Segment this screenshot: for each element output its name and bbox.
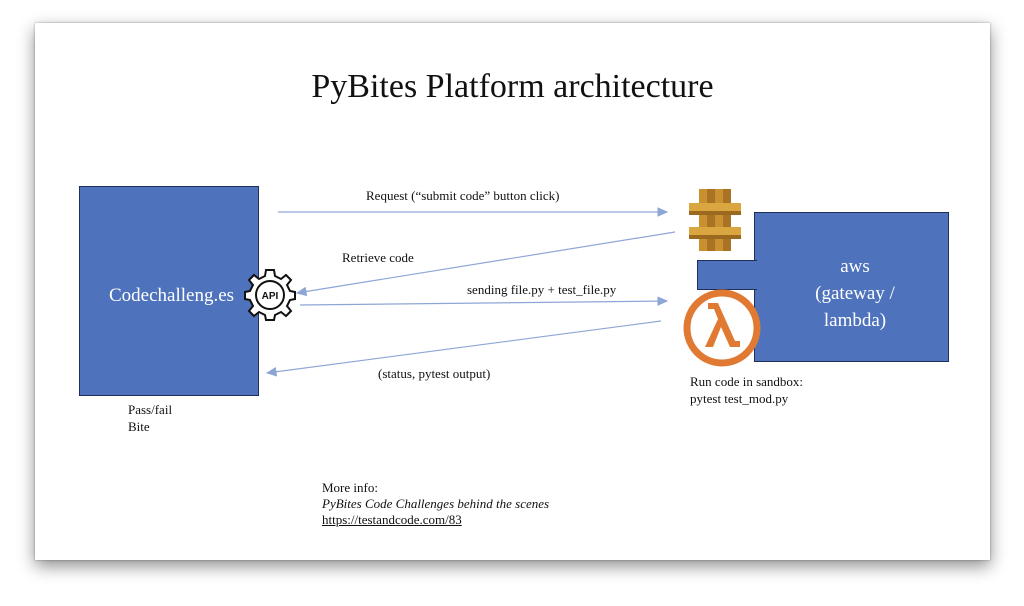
api-badge-text: API bbox=[262, 291, 279, 302]
sending-arrow bbox=[299, 296, 669, 306]
more-info-link[interactable]: https://testandcode.com/83 bbox=[322, 512, 462, 527]
retrieve-label: Retrieve code bbox=[342, 250, 414, 265]
aws-box bbox=[754, 212, 949, 362]
aws-label-line1: aws bbox=[840, 256, 870, 277]
pass-fail-note: Pass/fail bbox=[128, 402, 173, 417]
sending-label: sending file.py + test_file.py bbox=[467, 282, 617, 297]
run-code-note: Run code in sandbox: bbox=[690, 374, 804, 389]
aws-label-line2: (gateway / bbox=[815, 283, 895, 304]
codechallenges-box bbox=[79, 186, 259, 396]
retrieve-arrow bbox=[295, 231, 676, 297]
aws-lambda-icon bbox=[683, 289, 761, 367]
slide: PyBites Platform architecture Codechalle… bbox=[35, 23, 990, 560]
aws-label: aws (gateway / lambda) bbox=[760, 253, 950, 334]
status-label: (status, pytest output) bbox=[378, 366, 491, 381]
more-info-heading: More info: bbox=[322, 480, 378, 495]
aws-box-tab bbox=[697, 260, 757, 290]
diagram-title: PyBites Platform architecture bbox=[311, 68, 714, 105]
aws-label-line3: lambda) bbox=[823, 310, 887, 331]
status-arrow bbox=[265, 320, 662, 377]
more-info-article: PyBites Code Challenges behind the scene… bbox=[322, 496, 550, 511]
request-label: Request (“submit code” button click) bbox=[366, 188, 560, 203]
arrows-layer bbox=[265, 207, 676, 377]
aws-api-gateway-icon bbox=[689, 189, 741, 251]
codechallenges-label: Codechalleng.es bbox=[109, 285, 235, 306]
gear-icon: API bbox=[244, 269, 296, 321]
pytest-command-note: pytest test_mod.py bbox=[690, 391, 789, 406]
bite-note: Bite bbox=[128, 419, 150, 434]
more-info-block: More info: PyBites Code Challenges behin… bbox=[322, 480, 549, 528]
